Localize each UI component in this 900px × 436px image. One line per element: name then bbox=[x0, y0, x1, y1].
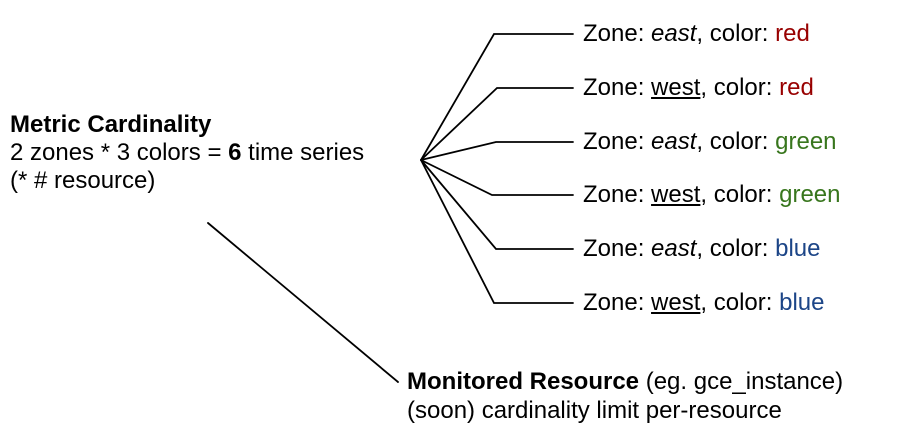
time-series-item-6: Zone: west, color: blue bbox=[583, 288, 824, 318]
branch-line-1 bbox=[420, 33, 574, 161]
zone-value: east bbox=[651, 20, 697, 47]
time-series-item-1: Zone: east, color: red bbox=[583, 19, 810, 49]
color-prefix: , color: bbox=[696, 128, 776, 155]
monitored-resource-title: Monitored Resource bbox=[407, 368, 640, 395]
branch-line-3 bbox=[420, 141, 574, 161]
formula-count: 6 bbox=[228, 139, 242, 166]
monitored-resource-block: Monitored Resource (eg. gce_instance) (s… bbox=[407, 367, 843, 425]
time-series-item-5: Zone: east, color: blue bbox=[583, 234, 821, 264]
color-value: green bbox=[779, 181, 841, 208]
color-prefix: , color: bbox=[696, 20, 776, 47]
zone-prefix: Zone: bbox=[583, 181, 652, 208]
metric-cardinality-title: Metric Cardinality bbox=[10, 111, 212, 138]
time-series-item-3: Zone: east, color: green bbox=[583, 127, 837, 157]
branch-line-5 bbox=[420, 159, 574, 250]
zone-value: east bbox=[651, 128, 697, 155]
zone-prefix: Zone: bbox=[583, 74, 652, 101]
color-value: red bbox=[775, 20, 810, 47]
color-prefix: , color: bbox=[696, 235, 776, 262]
color-value: red bbox=[779, 74, 814, 101]
color-value: green bbox=[775, 128, 837, 155]
time-series-item-4: Zone: west, color: green bbox=[583, 180, 841, 210]
branch-line-2 bbox=[420, 87, 574, 161]
formula-post: time series bbox=[241, 139, 365, 166]
zone-prefix: Zone: bbox=[583, 235, 652, 262]
branch-line-4 bbox=[420, 159, 574, 196]
metric-cardinality-block: Metric Cardinality 2 zones * 3 colors = … bbox=[10, 111, 364, 195]
zone-value: west bbox=[651, 181, 701, 208]
time-series-item-2: Zone: west, color: red bbox=[583, 73, 814, 103]
formula-pre: 2 zones * 3 colors = bbox=[10, 139, 229, 166]
zone-prefix: Zone: bbox=[583, 20, 652, 47]
cardinality-limit-note: (soon) cardinality limit per-resource bbox=[407, 397, 782, 424]
zone-value: west bbox=[651, 74, 701, 101]
zone-prefix: Zone: bbox=[583, 289, 652, 316]
zone-value: west bbox=[651, 289, 701, 316]
branch-line-6 bbox=[420, 159, 574, 304]
color-prefix: , color: bbox=[700, 181, 780, 208]
monitored-resource-title-line: Monitored Resource (eg. gce_instance) bbox=[407, 367, 843, 396]
color-prefix: , color: bbox=[700, 289, 780, 316]
resource-connector-line bbox=[207, 222, 399, 383]
color-value: blue bbox=[779, 289, 825, 316]
color-prefix: , color: bbox=[700, 74, 780, 101]
monitored-resource-example: (eg. gce_instance) bbox=[639, 368, 844, 395]
cardinality-formula-line: 2 zones * 3 colors = 6 time series bbox=[10, 139, 364, 167]
zone-prefix: Zone: bbox=[583, 128, 652, 155]
zone-value: east bbox=[651, 235, 697, 262]
resource-note-line: (* # resource) bbox=[10, 167, 156, 194]
color-value: blue bbox=[775, 235, 821, 262]
